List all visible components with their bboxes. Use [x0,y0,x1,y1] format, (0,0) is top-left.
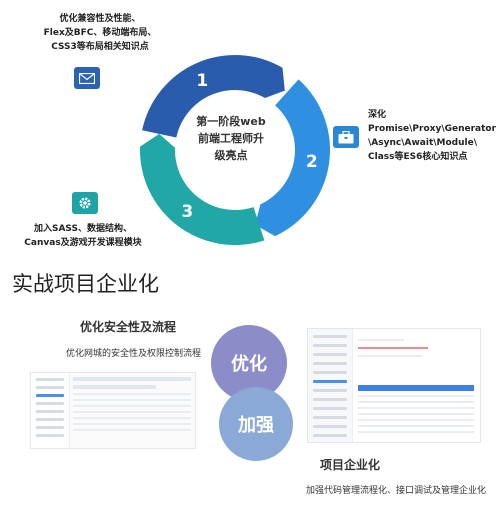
circle-optimize-label: 优化 [231,354,267,375]
block1-desc: 优化网城的安全性及权限控制流程 [66,349,202,359]
cycle-step-number-1: 1 [196,71,208,91]
cycle-arc-1 [142,55,285,138]
note1-line3: CSS3等布局相关知识点 [51,42,149,52]
cycle-arc-2 [255,79,330,237]
block2-title: 项目企业化 [320,458,381,472]
note3-line1: 加入SASS、数据结构、 [33,224,132,234]
block2-desc: 加强代码管理流程化、接口调试及管理企业化 [306,486,487,496]
note2-line1: 深化 [368,110,387,120]
briefcase-icon [333,126,359,148]
note-step-3: 加入SASS、数据结构、 Canvas及游戏开发课程模块 [8,222,158,250]
cycle-arc-3 [139,133,265,246]
note3-line2: Canvas及游戏开发课程模块 [24,238,142,248]
note2-line4: Class等ES6核心知识点 [368,152,468,162]
cycle-diagram: 1 2 3 [139,55,330,246]
admin-screenshot-right [307,328,481,443]
note1-line2: Flex及BFC、移动端布局、 [43,28,157,38]
center-line-2: 前端工程师升 [198,132,264,145]
note-step-1: 优化兼容性及性能、 Flex及BFC、移动端布局、 CSS3等布局相关知识点 [20,12,180,54]
center-line-3: 级亮点 [214,149,248,162]
note2-line3: \Async\Await\Module\ [368,138,477,148]
mail-icon [74,67,100,89]
center-line-1: 第一阶段web [196,115,266,128]
note2-line2: Promise\Proxy\Generator [368,124,497,134]
circle-strengthen-label: 加强 [238,415,274,436]
block1-title: 优化安全性及流程 [80,320,177,334]
gear-icon [72,192,98,214]
cycle-step-number-2: 2 [306,152,318,172]
note1-line1: 优化兼容性及性能、 [59,14,141,24]
note-step-2: 深化 Promise\Proxy\Generator \Async\Await\… [368,108,500,164]
section-title: 实战项目企业化 [12,272,159,296]
cycle-step-number-3: 3 [181,202,193,222]
admin-screenshot-left [30,372,196,449]
circle-strengthen: 加强 [219,387,293,461]
cycle-center-text: 第一阶段web 前端工程师升 级亮点 [185,113,277,164]
